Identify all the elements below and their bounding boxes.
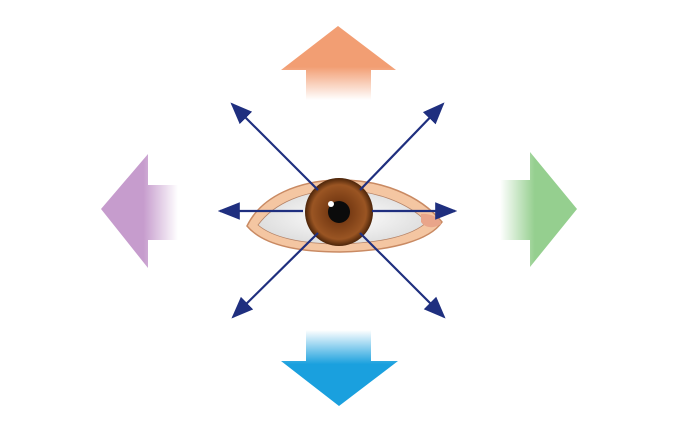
- gaze-lines: [217, 102, 458, 319]
- tear-duct: [421, 213, 441, 228]
- blue-down-arrow-icon: [281, 330, 398, 406]
- eye-highlight: [328, 201, 334, 207]
- purple-left-arrow-icon: [101, 154, 178, 268]
- orange-up-arrow-icon: [281, 26, 396, 100]
- gaze-arrow-up-right: [359, 102, 445, 191]
- eye-icon: [246, 178, 443, 253]
- green-right-arrow-icon: [500, 152, 577, 267]
- gaze-arrow-down-left: [231, 232, 319, 319]
- gaze-arrow-down-right: [359, 232, 446, 319]
- pupil: [328, 201, 350, 223]
- gaze-arrow-up-left: [230, 102, 319, 191]
